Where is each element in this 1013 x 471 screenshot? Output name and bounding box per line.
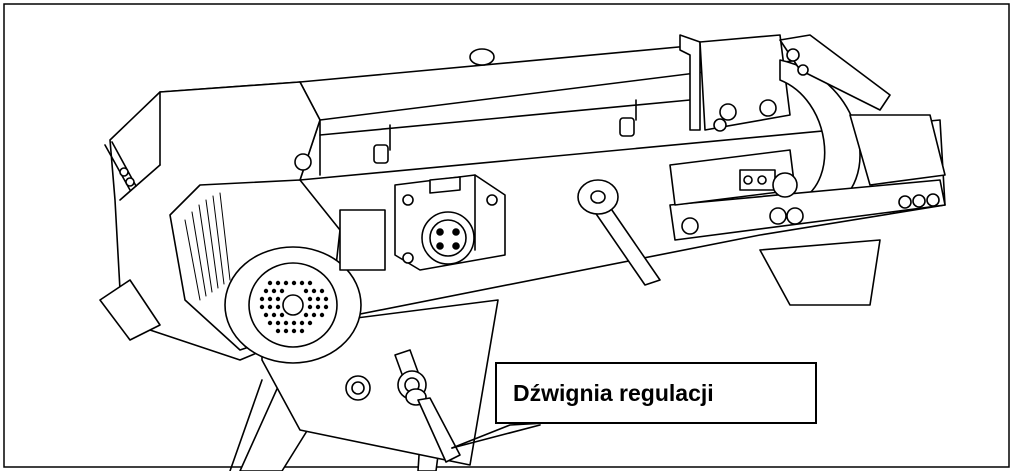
motor-vent	[259, 280, 329, 334]
left-pin	[104, 141, 137, 191]
right-rail	[669, 179, 946, 241]
callout-box	[495, 362, 817, 424]
plug-socket	[394, 174, 506, 271]
right-lower-housing	[759, 239, 881, 306]
belt-wheel-arm	[779, 34, 946, 206]
left-flap	[99, 279, 161, 341]
connector-box	[339, 209, 386, 271]
top-pins	[294, 48, 637, 171]
motor	[169, 179, 362, 364]
adjustment-lever	[345, 349, 461, 463]
guard-window	[669, 149, 798, 206]
top-right-plate	[679, 34, 791, 132]
callout-label: Dźwignia regulacji	[513, 380, 714, 406]
tension-knob	[577, 179, 661, 286]
